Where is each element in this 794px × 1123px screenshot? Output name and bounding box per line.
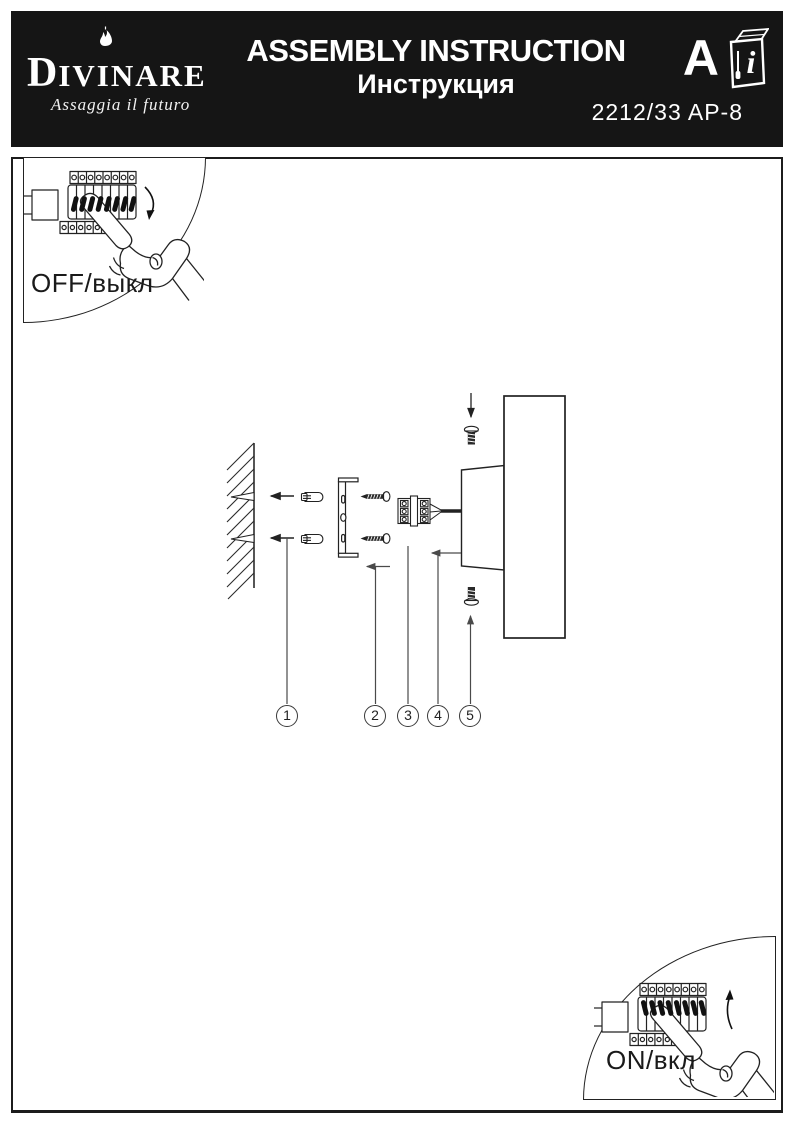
flip-up-arrow-icon (725, 989, 734, 1030)
header-bar: DIVINARE Assaggia il futuro ASSEMBLY INS… (11, 11, 783, 147)
part-number-4: 4 (427, 705, 449, 727)
inset-power-on: ON/вкл (583, 936, 776, 1100)
part-number-5: 5 (459, 705, 481, 727)
flip-down-arrow-icon (144, 186, 155, 220)
part-number-2: 2 (364, 705, 386, 727)
content-frame (11, 157, 783, 1113)
model-number: 2212/33 AP-8 (591, 99, 743, 125)
brand-logo: DIVINARE (27, 49, 242, 97)
breaker-off-drawing (24, 170, 204, 302)
breaker-on-drawing (593, 982, 774, 1097)
title-russian: Инструкция (357, 69, 515, 99)
svg-text:i: i (747, 44, 756, 80)
title-english: ASSEMBLY INSTRUCTION (246, 33, 626, 68)
brand-tagline: Assaggia il futuro (51, 95, 191, 114)
series-letter: A (682, 30, 719, 86)
manual-book-icon: i (729, 28, 769, 89)
part-number-3: 3 (397, 705, 419, 727)
brand-name: IVINARE (58, 58, 207, 93)
part-number-1: 1 (276, 705, 298, 727)
breaker-levers-down (70, 196, 137, 212)
on-label: ON/вкл (606, 1045, 696, 1075)
inset-power-off: OFF/выкл (23, 157, 206, 323)
off-label: OFF/выкл (31, 268, 154, 298)
breaker-levers-up (640, 1000, 707, 1016)
brand-initial: D (27, 50, 59, 96)
candle-flame-icon (100, 26, 112, 46)
